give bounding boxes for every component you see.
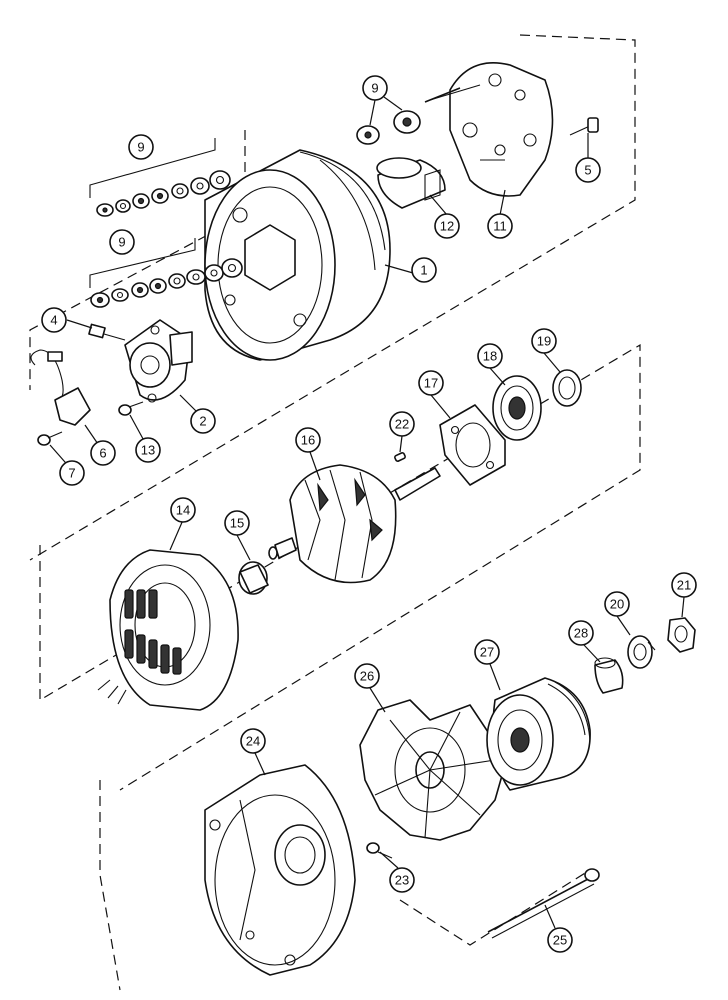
screw-23 [366,842,393,859]
callout-2: 2 [190,408,216,434]
svg-text:19: 19 [537,334,551,349]
svg-text:9: 9 [137,140,144,155]
svg-text:23: 23 [395,873,409,888]
svg-text:21: 21 [677,578,691,593]
seal-ring [552,369,582,407]
callout-16: 16 [295,427,321,453]
drive-end-housing [204,149,391,361]
callout-13: 13 [135,437,161,463]
bearing-15 [238,561,269,595]
callouts: 9 9 9 1 2 4 5 6 7 11 12 13 14 15 16 17 1… [41,75,697,953]
svg-text:12: 12 [440,219,454,234]
washer-stack-upper [96,170,231,217]
svg-text:4: 4 [50,313,57,328]
svg-text:25: 25 [553,933,567,948]
bearing-retainer [439,404,506,486]
callout-9-top: 9 [362,75,388,101]
callout-21: 21 [671,572,697,598]
pulley [486,677,591,791]
svg-text:16: 16 [301,433,315,448]
washer-bracket-lines [89,138,216,288]
callout-5: 5 [575,157,601,183]
callout-6: 6 [90,440,116,466]
callout-15: 15 [224,510,250,536]
svg-text:17: 17 [424,376,438,391]
rectifier-stud [424,87,461,103]
woodruff-key [394,452,406,462]
bushing [376,157,446,209]
callout-22: 22 [389,411,415,437]
callout-24: 24 [240,728,266,754]
callout-26: 26 [354,663,380,689]
callout-19: 19 [531,328,557,354]
stator-windings [124,589,182,675]
leader-lines [49,96,685,929]
svg-text:20: 20 [610,597,624,612]
callout-18: 18 [477,343,503,369]
callout-9-upper: 9 [128,134,154,160]
svg-text:6: 6 [99,446,106,461]
callout-27: 27 [474,639,500,665]
slip-ring-housing [204,764,356,976]
svg-text:11: 11 [493,219,507,234]
svg-text:13: 13 [141,443,155,458]
svg-text:28: 28 [574,626,588,641]
svg-text:7: 7 [68,466,75,481]
svg-text:9: 9 [118,235,125,250]
brush-holder [124,319,193,403]
callout-7: 7 [59,460,85,486]
callout-17: 17 [418,370,444,396]
washer-stack-lower [90,258,243,308]
lock-washer [627,635,656,669]
svg-text:15: 15 [230,516,244,531]
callout-25: 25 [547,927,573,953]
hex-nut [667,617,696,653]
svg-text:1: 1 [420,263,427,278]
svg-text:5: 5 [584,163,591,178]
svg-text:18: 18 [483,349,497,364]
svg-text:27: 27 [480,645,494,660]
rectifier-plate [429,61,554,197]
connector-lead [30,349,91,426]
svg-text:9: 9 [371,81,378,96]
rotor [268,464,441,584]
fan [359,699,506,841]
through-bolt [487,868,600,939]
callout-12: 12 [434,213,460,239]
group-boundaries [29,34,641,991]
bearing-18 [492,375,542,441]
svg-text:22: 22 [395,417,409,432]
nuts-top [356,110,421,145]
callout-1: 1 [411,257,437,283]
callout-11: 11 [487,213,513,239]
svg-text:24: 24 [246,734,260,749]
svg-text:2: 2 [199,414,206,429]
callout-20: 20 [604,591,630,617]
screw-7 [37,431,63,446]
stator [97,549,239,711]
callout-4: 4 [41,307,67,333]
screw-13 [118,401,144,416]
svg-text:14: 14 [176,503,190,518]
callout-28: 28 [568,620,594,646]
callout-14: 14 [170,497,196,523]
brush [88,323,126,341]
callout-9-lower: 9 [109,229,135,255]
screw-5 [569,117,599,136]
svg-text:26: 26 [360,669,374,684]
spacer [594,657,624,694]
callout-23: 23 [389,867,415,893]
